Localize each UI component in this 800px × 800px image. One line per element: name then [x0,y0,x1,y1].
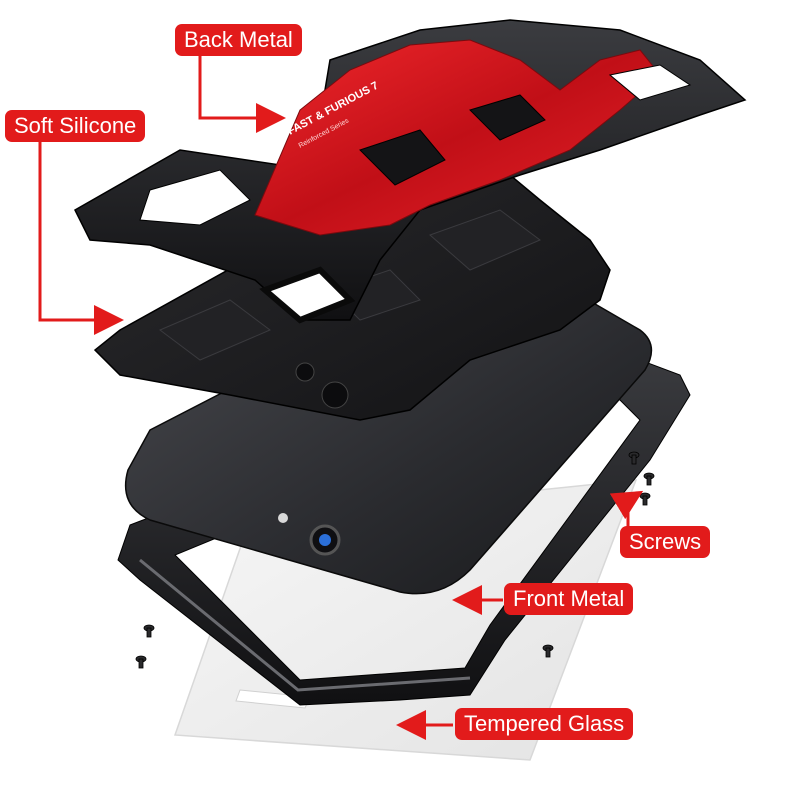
silicone-panel-2 [429,209,541,271]
screw-icon [143,624,155,638]
phone-flash [278,513,288,523]
screw-icon [639,492,651,506]
silicone-camera-cutout [321,381,349,409]
screw-icon [628,451,640,465]
screw-icon [135,655,147,669]
screw-icon [542,644,554,658]
phone-camera-glass [319,534,331,546]
callout-lines [38,56,644,740]
back-metal-loop [259,266,356,324]
silicone-panel-1 [159,299,271,361]
back-metal-callout [198,56,286,133]
back-metal-cutout-3 [469,94,546,141]
front-metal-label: Front Metal [504,583,634,615]
back-metal-label: Back Metal [175,24,302,56]
front-metal-highlight [139,558,471,692]
tempered-glass-label: Tempered Glass [455,708,634,740]
back-metal-cutout-4 [608,64,692,101]
screws-label: Screws [620,526,711,558]
screw-icon [643,472,655,486]
soft-silicone-callout [38,142,124,335]
back-metal-red-panel [254,39,661,236]
soft-silicone-label: Soft Silicone [5,110,146,142]
back-metal-cutout-1 [139,169,251,226]
back-metal-cutout-2 [359,129,446,186]
silicone-camera-cutout-2 [295,362,315,382]
